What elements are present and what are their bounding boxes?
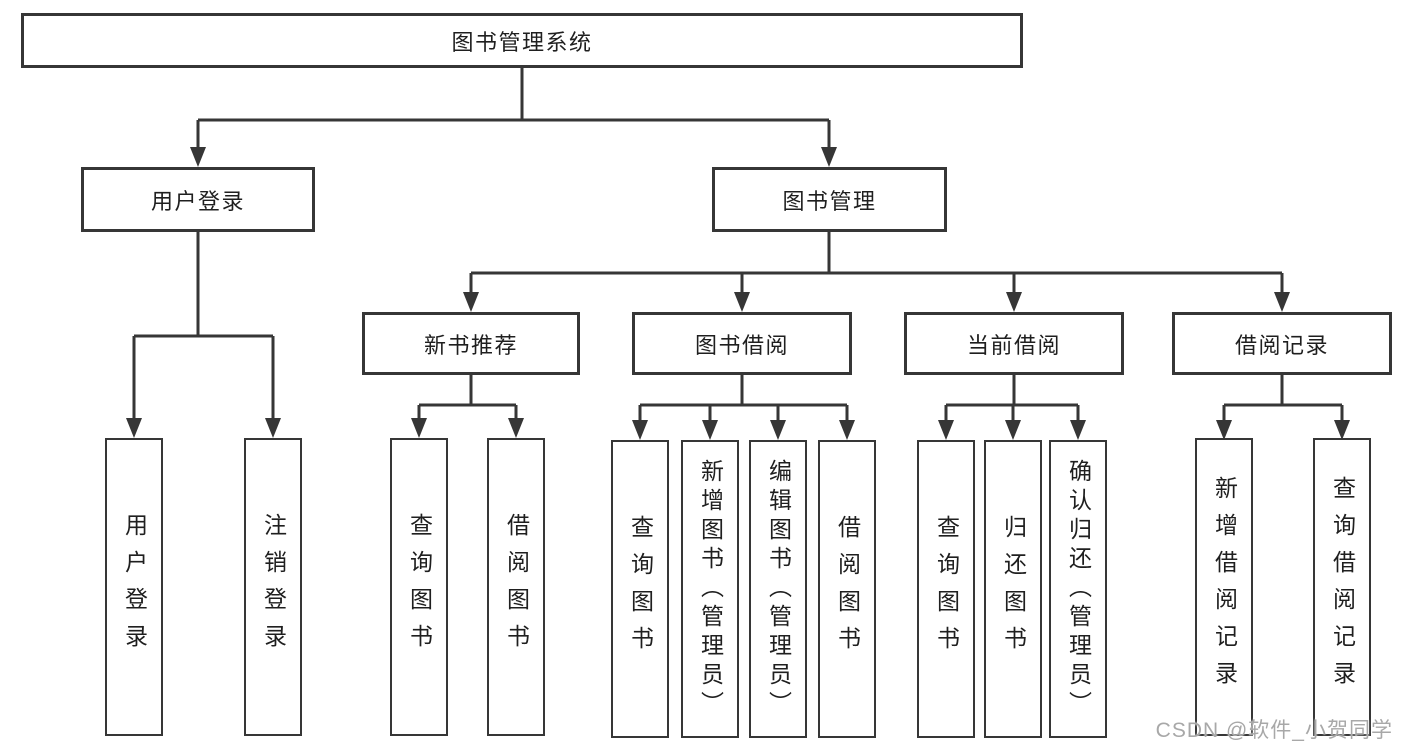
- leaf-user-login: 用户登录: [105, 438, 163, 736]
- leaf-edit-book-admin-label: 编辑图书（管理员）: [765, 458, 792, 720]
- connector-path: [132, 68, 1344, 423]
- watermark: CSDN @软件_小贺同学: [1155, 719, 1393, 742]
- leaf-query-book-borrow-label: 查询图书: [627, 515, 654, 663]
- leaf-query-borrow-record-label: 查询借阅记录: [1329, 476, 1356, 698]
- leaf-confirm-return-admin: 确认归还（管理员）: [1049, 440, 1107, 738]
- node-new-book-recommend-label: 新书推荐: [423, 332, 518, 358]
- leaf-edit-book-admin: 编辑图书（管理员）: [749, 440, 807, 738]
- leaf-borrow-book-label: 借阅图书: [834, 515, 861, 663]
- leaf-query-book-borrow: 查询图书: [611, 440, 669, 738]
- arrowheads: [126, 147, 1350, 440]
- node-borrow-records: 借阅记录: [1172, 312, 1392, 375]
- node-user-login: 用户登录: [81, 167, 315, 232]
- leaf-query-book-current: 查询图书: [917, 440, 975, 738]
- leaf-borrow-book: 借阅图书: [818, 440, 876, 738]
- node-borrow-records-label: 借阅记录: [1234, 332, 1329, 358]
- leaf-return-book: 归还图书: [984, 440, 1042, 738]
- leaf-add-book-admin-label: 新增图书（管理员）: [697, 458, 724, 720]
- node-book-mgmt-label: 图书管理: [782, 188, 877, 214]
- leaf-logout-label: 注销登录: [260, 513, 287, 661]
- leaf-add-borrow-record: 新增借阅记录: [1195, 438, 1253, 736]
- leaf-query-book-current-label: 查询图书: [933, 515, 960, 663]
- leaf-confirm-return-admin-label: 确认归还（管理员）: [1065, 458, 1092, 720]
- node-current-borrow: 当前借阅: [904, 312, 1124, 375]
- node-book-borrow-label: 图书借阅: [694, 332, 789, 358]
- leaf-add-book-admin: 新增图书（管理员）: [681, 440, 739, 738]
- leaf-query-borrow-record: 查询借阅记录: [1313, 438, 1371, 736]
- node-current-borrow-label: 当前借阅: [966, 332, 1061, 358]
- leaf-query-book-recommend-label: 查询图书: [406, 513, 433, 661]
- node-book-borrow: 图书借阅: [632, 312, 852, 375]
- node-user-login-label: 用户登录: [150, 188, 245, 214]
- node-root: 图书管理系统: [21, 13, 1023, 68]
- node-new-book-recommend: 新书推荐: [362, 312, 580, 375]
- leaf-user-login-label: 用户登录: [121, 513, 148, 661]
- leaf-query-book-recommend: 查询图书: [390, 438, 448, 736]
- node-book-mgmt: 图书管理: [712, 167, 947, 232]
- leaf-logout: 注销登录: [244, 438, 302, 736]
- leaf-borrow-book-recommend: 借阅图书: [487, 438, 545, 736]
- leaf-borrow-book-recommend-label: 借阅图书: [503, 513, 530, 661]
- node-root-label: 图书管理系统: [451, 29, 593, 55]
- leaf-add-borrow-record-label: 新增借阅记录: [1211, 476, 1238, 698]
- leaf-return-book-label: 归还图书: [1000, 515, 1027, 663]
